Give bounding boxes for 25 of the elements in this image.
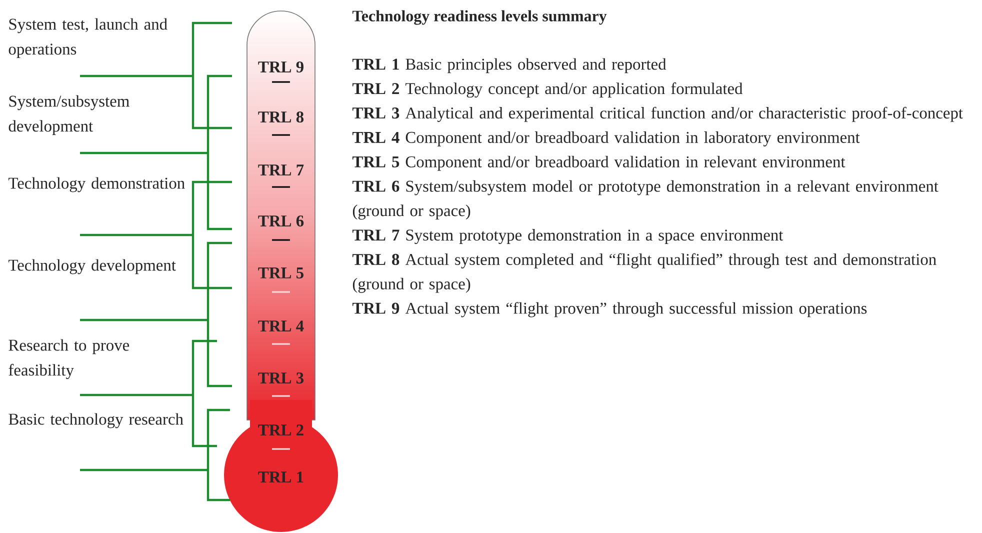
phase-label: Technology demonstration (8, 177, 185, 192)
summary-item: TRL 8 Actual system completed and “flight qualified” through test and demonstration (ground or space) (352, 253, 936, 293)
scale-label: TRL 6 (258, 215, 304, 226)
summary-item: TRL 6 System/subsystem model or prototype demonstration in a relevant environment (ground or space) (352, 180, 938, 220)
summary-item: TRL 9 Actual system “flight proven” through successful mission operations (352, 302, 867, 318)
scale-label: TRL 4 (258, 320, 304, 332)
summary-item: TRL 1 Basic principles observed and reported (352, 58, 666, 74)
phase-label: System test, launch and operations (8, 18, 168, 58)
scale-label: TRL 9 (258, 61, 304, 73)
summary-item: TRL 4 Component and/or breadboard validation in laboratory environment (352, 131, 860, 146)
scale-label: TRL 1 (258, 472, 304, 482)
summary-item: TRL 5 Component and/or breadboard validation in relevant environment (352, 156, 846, 171)
scale-label: TRL 8 (258, 111, 304, 123)
scale-label: TRL 5 (258, 268, 304, 278)
phase-label: Research to prove feasibility (8, 339, 130, 380)
phase-label: Technology development (8, 259, 176, 274)
phase-label: System/subsystem development (8, 95, 130, 135)
scale-label: TRL 2 (258, 424, 304, 436)
phase-label: Basic technology research (8, 413, 184, 428)
title: Technology readiness levels summary (352, 10, 607, 25)
summary-item: TRL 2 Technology concept and/or application formulated (352, 82, 743, 98)
scale-label: TRL 3 (258, 372, 304, 384)
scale-label: TRL 7 (258, 164, 304, 176)
summary-item: TRL 7 System prototype demonstration in a space environment (352, 229, 784, 244)
summary-item: TRL 3 Analytical and experimental critical function and/or characteristic proof-of-concept (352, 106, 963, 122)
